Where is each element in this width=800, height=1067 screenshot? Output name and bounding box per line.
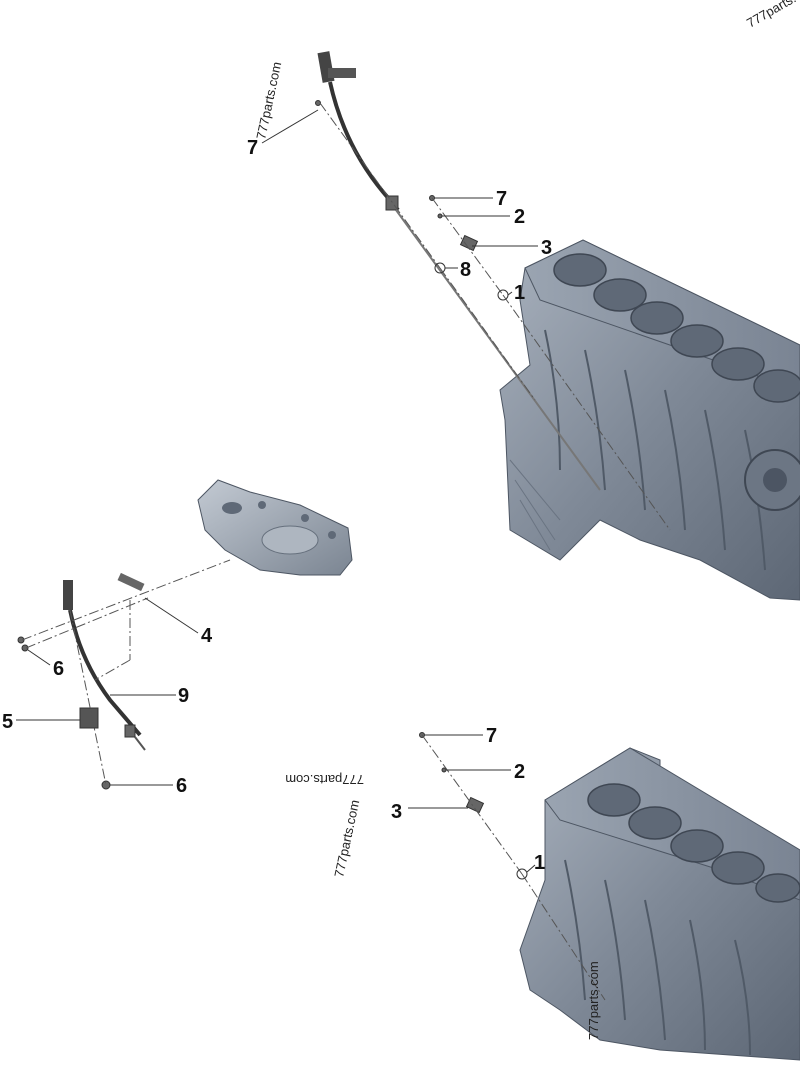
watermark-text: 777parts.com [253, 60, 284, 140]
cylinder-bores-lower [587, 783, 800, 903]
engine-block-upper [499, 239, 800, 601]
callout-3: 3 [541, 237, 552, 259]
clamp-5 [79, 707, 99, 729]
callout-3: 3 [391, 801, 402, 823]
callout-7: 7 [486, 725, 497, 747]
watermark-text: 777parts.com [331, 798, 362, 878]
callout-1: 1 [534, 852, 545, 874]
small-parts [17, 100, 528, 880]
callout-8: 8 [460, 259, 471, 281]
callout-7: 7 [496, 188, 507, 210]
callout-1: 1 [514, 282, 525, 304]
callout-6: 6 [53, 658, 64, 680]
callout-9: 9 [178, 685, 189, 707]
watermark-text: 777parts.com [285, 772, 364, 787]
callout-labels: 7 7 2 3 8 1 4 6 9 5 6 7 2 3 1 [2, 137, 552, 874]
cylinder-bores-upper [553, 253, 800, 403]
engine-block-lower [519, 747, 800, 1061]
callout-4: 4 [201, 625, 213, 647]
bracket-4 [117, 572, 145, 592]
callout-2: 2 [514, 761, 525, 783]
manifold [197, 479, 353, 576]
watermark-corner-text: 777parts. [744, 0, 798, 31]
callout-2: 2 [514, 206, 525, 228]
callout-5: 5 [2, 711, 13, 733]
assembly-lines [21, 102, 671, 1001]
leader-lines [16, 109, 538, 873]
dipstick-tube-left [63, 572, 146, 751]
watermark-text: 777parts.com [586, 961, 601, 1040]
callout-6: 6 [176, 775, 187, 797]
callout-7: 7 [247, 137, 258, 159]
